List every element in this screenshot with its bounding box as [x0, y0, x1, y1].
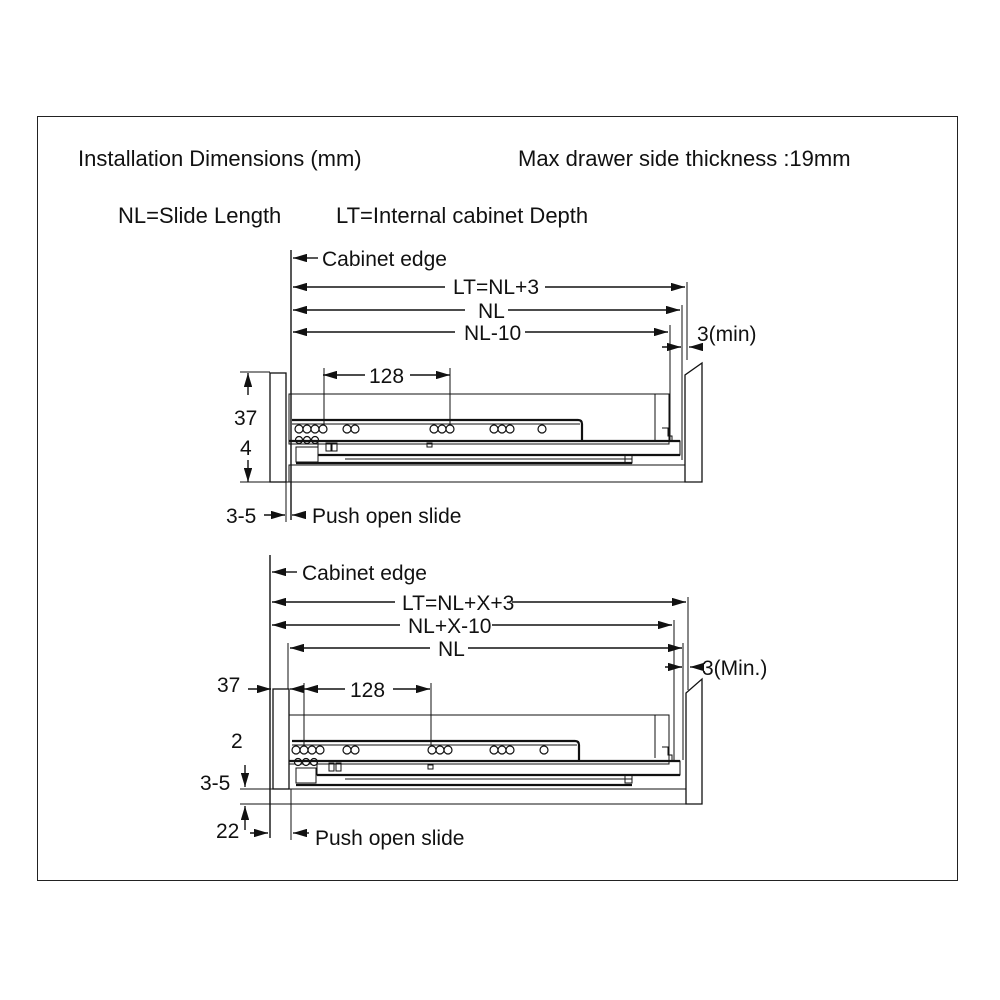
max-thickness: Max drawer side thickness :19mm	[518, 146, 851, 171]
top-push-open-label: Push open slide	[312, 505, 461, 528]
bottom-push-open-label: Push open slide	[315, 827, 464, 850]
bottom-dim-128: 128	[350, 679, 385, 702]
bottom-dim-nlx10: NL+X-10	[408, 615, 491, 638]
top-diagram: Cabinet edge LT=NL+3 NL NL-10 3(min) 37 …	[226, 248, 757, 528]
legend-lt: LT=Internal cabinet Depth	[336, 203, 588, 228]
bottom-dim-min: 3(Min.)	[702, 657, 767, 680]
top-dim-min: 3(min)	[697, 323, 757, 346]
bottom-dim-2: 2	[231, 730, 243, 753]
top-dim-37: 37	[234, 407, 257, 430]
bottom-dim-22: 22	[216, 820, 239, 843]
top-cabinet-edge-label: Cabinet edge	[322, 248, 447, 271]
top-dim-4: 4	[240, 437, 252, 460]
diagram-frame	[37, 116, 958, 881]
top-dim-lt: LT=NL+3	[453, 276, 539, 299]
title: Installation Dimensions (mm)	[78, 146, 362, 171]
top-dim-nl: NL	[478, 300, 505, 323]
bottom-dim-lt: LT=NL+X+3	[402, 592, 514, 615]
top-dim-nl10: NL-10	[464, 322, 521, 345]
top-dim-128: 128	[369, 365, 404, 388]
bottom-mounting-holes	[291, 745, 549, 767]
legend-nl: NL=Slide Length	[118, 203, 281, 228]
bottom-cabinet-edge-label: Cabinet edge	[302, 562, 427, 585]
bottom-dim-nl: NL	[438, 638, 465, 661]
bottom-dim-35: 3-5	[200, 772, 230, 795]
bottom-diagram: Cabinet edge LT=NL+X+3 NL+X-10 NL 3(Min.…	[200, 555, 767, 850]
top-dim-35: 3-5	[226, 505, 256, 528]
bottom-dim-37: 37	[217, 674, 240, 697]
